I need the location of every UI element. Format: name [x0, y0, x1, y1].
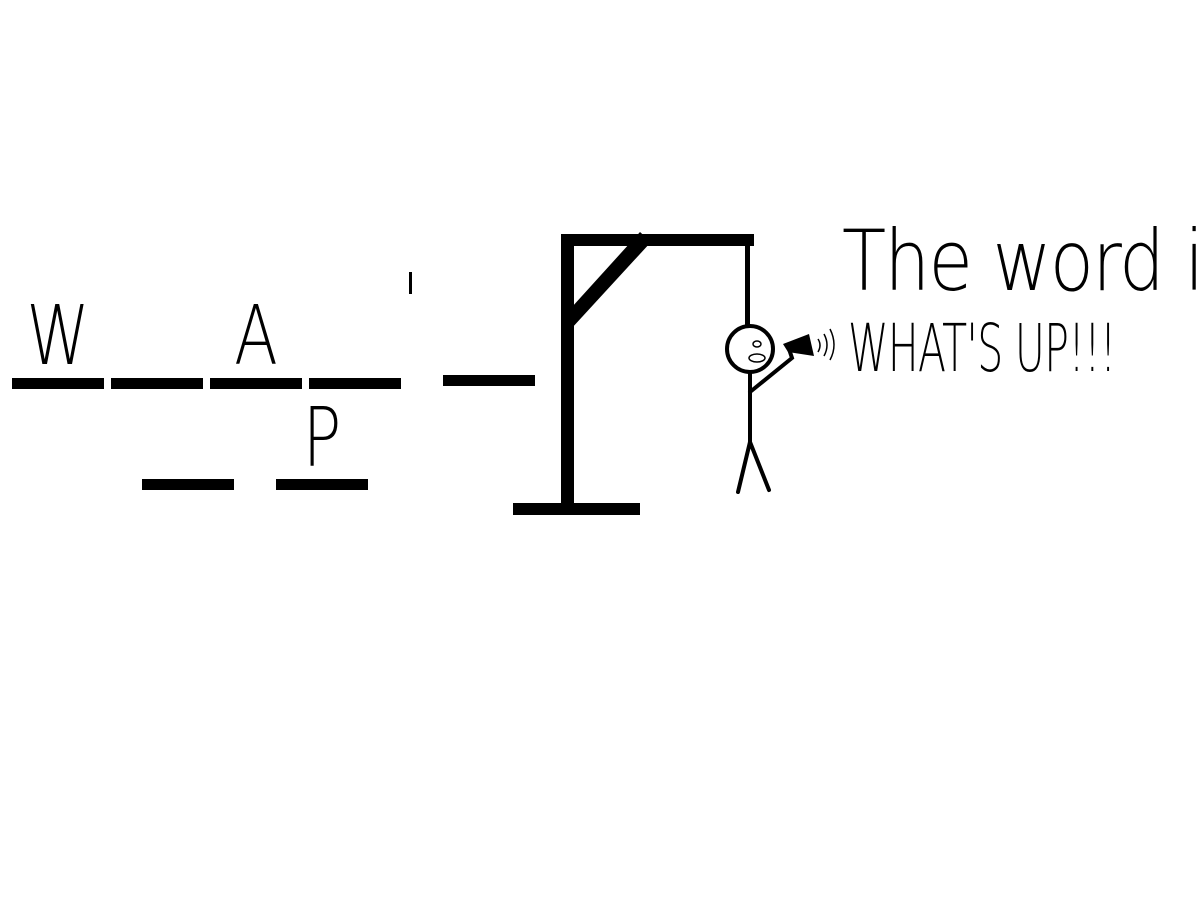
figure-head — [725, 324, 775, 374]
gallows-brace — [562, 232, 651, 329]
message-line-1: The word is — [842, 212, 1200, 310]
figure-mouth — [748, 353, 766, 363]
figure-left-leg — [736, 440, 752, 494]
gallows-structure — [513, 232, 754, 515]
message-line-2: WHAT'S UP!!! — [848, 310, 1116, 387]
letter-blank-2 — [111, 378, 203, 389]
megaphone-icon — [783, 328, 835, 361]
gallows-base — [513, 503, 640, 515]
figure-eye — [752, 340, 762, 348]
gallows-beam — [561, 234, 754, 246]
letter-blank-6 — [142, 479, 234, 490]
letter-slot-7: P — [302, 391, 342, 486]
letter-blank-7 — [276, 479, 368, 490]
letter-blank-1 — [12, 378, 104, 389]
figure-right-leg — [748, 440, 771, 492]
letter-blank-3 — [210, 378, 302, 389]
apostrophe-mark — [409, 272, 412, 294]
letter-blank-5 — [443, 375, 535, 386]
gallows-rope — [745, 244, 750, 327]
letter-slot-1: W — [26, 289, 90, 384]
stick-figure — [725, 324, 795, 494]
letter-slot-3: A — [234, 289, 278, 384]
gallows-post — [561, 234, 574, 509]
letter-blank-4 — [309, 378, 401, 389]
